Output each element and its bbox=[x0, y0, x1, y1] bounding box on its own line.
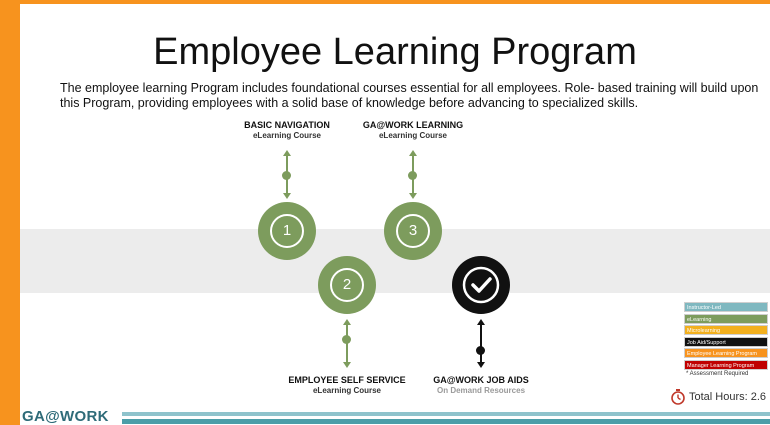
job-aids-connector bbox=[480, 323, 482, 363]
total-hours-text: Total Hours: 2.6 bbox=[689, 391, 767, 403]
job-aids-arrow-up bbox=[477, 319, 485, 325]
course-3-arrow-up bbox=[409, 150, 417, 156]
job-aids-name: GA@WORK JOB AIDS bbox=[433, 375, 529, 385]
page-title: Employee Learning Program bbox=[153, 31, 637, 73]
course-2-name: EMPLOYEE SELF SERVICE bbox=[288, 375, 406, 385]
job-aids-dot bbox=[476, 346, 485, 355]
course-1-type: eLearning Course bbox=[252, 131, 321, 140]
course-3-number: 3 bbox=[408, 222, 418, 239]
course-1-label: BASIC NAVIGATION eLearning Course bbox=[202, 120, 372, 141]
assessment-note: * Assessment Required bbox=[686, 371, 749, 377]
course-3-arrow-down bbox=[409, 193, 417, 199]
course-1-dot bbox=[282, 171, 291, 180]
legend-item-manager-program: Manager Learning Program bbox=[684, 359, 768, 370]
course-3-type: eLearning Course bbox=[378, 131, 447, 140]
job-aids-label: GA@WORK JOB AIDS On Demand Resources bbox=[396, 375, 566, 396]
legend-item-microlearning: Microlearning bbox=[684, 325, 768, 335]
course-1-name: BASIC NAVIGATION bbox=[244, 120, 330, 130]
job-aids-node[interactable] bbox=[452, 256, 510, 314]
legend-item-instructor-led: Instructor-Led bbox=[684, 302, 768, 312]
footer-bar bbox=[122, 412, 770, 424]
course-1-number: 1 bbox=[282, 222, 292, 239]
course-2-node[interactable]: 2 bbox=[318, 256, 376, 314]
course-3-dot bbox=[408, 171, 417, 180]
stopwatch-icon bbox=[671, 389, 685, 405]
legend: Instructor-Led eLearning Microlearning J… bbox=[684, 302, 768, 377]
course-1-arrow-up bbox=[283, 150, 291, 156]
course-1-ring bbox=[270, 214, 304, 248]
job-aids-type: On Demand Resources bbox=[436, 386, 526, 395]
course-2-arrow-up bbox=[343, 319, 351, 325]
gawork-logo: GA@WORK bbox=[22, 408, 109, 425]
intro-text: The employee learning Program includes f… bbox=[60, 81, 759, 110]
course-2-type: eLearning Course bbox=[312, 386, 381, 395]
checkmark-icon bbox=[462, 266, 500, 304]
legend-item-job-aid: Job Aid/Support bbox=[684, 336, 768, 347]
course-1-node[interactable]: 1 bbox=[258, 202, 316, 260]
slide: Employee Learning Program The employee l… bbox=[20, 4, 770, 425]
job-aids-arrow-down bbox=[477, 362, 485, 368]
course-2-label: EMPLOYEE SELF SERVICE eLearning Course bbox=[262, 375, 432, 396]
course-3-label: GA@WORK LEARNING eLearning Course bbox=[328, 120, 498, 141]
course-3-node[interactable]: 3 bbox=[384, 202, 442, 260]
course-2-dot bbox=[342, 335, 351, 344]
course-2-arrow-down bbox=[343, 362, 351, 368]
course-2-number: 2 bbox=[342, 276, 352, 293]
course-2-ring bbox=[330, 268, 364, 302]
course-1-arrow-down bbox=[283, 193, 291, 199]
legend-item-employee-program: Employee Learning Program bbox=[684, 348, 768, 358]
course-3-ring bbox=[396, 214, 430, 248]
total-hours: Total Hours: 2.6 bbox=[671, 389, 766, 405]
course-3-name: GA@WORK LEARNING bbox=[362, 120, 464, 130]
legend-item-elearning: eLearning bbox=[684, 313, 768, 324]
